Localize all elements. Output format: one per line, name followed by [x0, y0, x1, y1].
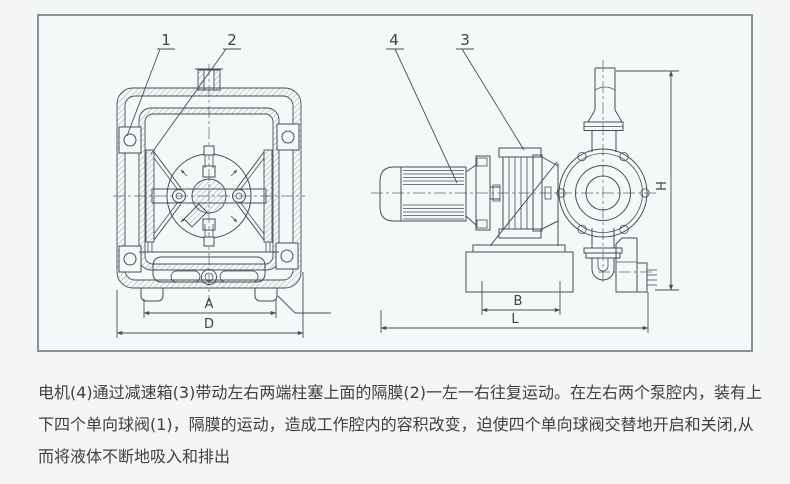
description-line-1: 电机(4)通过减速箱(3)带动左右两端柱塞上面的隔膜(2)一左一右往复运动。在左…	[38, 383, 762, 402]
bottom-chamber	[139, 251, 279, 285]
description-text: 电机(4)通过减速箱(3)带动左右两端柱塞上面的隔膜(2)一左一右往复运动。在左…	[38, 377, 762, 473]
svg-text:A: A	[205, 297, 214, 312]
suction-pipe	[583, 228, 652, 281]
svg-text:1: 1	[161, 31, 171, 49]
dimension-b: B	[481, 281, 561, 315]
svg-text:2: 2	[227, 31, 237, 49]
svg-text:L: L	[511, 312, 519, 327]
svg-text:4: 4	[389, 31, 399, 49]
motor-flange	[475, 155, 501, 231]
svg-text:B: B	[514, 294, 523, 309]
callout-3: 3	[456, 31, 525, 151]
gearbox	[489, 147, 559, 247]
side-view: B L H 4 3	[371, 31, 679, 333]
eccentric-cam	[183, 165, 227, 231]
svg-text:D: D	[204, 317, 214, 332]
diaphragm-right	[236, 149, 273, 252]
dimension-a: A	[143, 295, 331, 318]
base-block	[465, 244, 574, 293]
callout-1: 1	[126, 31, 175, 137]
pump-body	[556, 148, 650, 238]
discharge-pipe	[583, 67, 624, 152]
description-line-2: 下四个单向球阀(1)，隔膜的运动，造成工作腔内的容积改变，迫使四个单向球阀交替地…	[38, 415, 754, 434]
diaphragm-chamber	[166, 145, 252, 247]
drawing-panel	[37, 14, 753, 352]
outlet-bracket	[615, 237, 657, 293]
front-view: A D 1 2	[113, 31, 331, 338]
callout-2: 2	[150, 31, 241, 155]
description-line-3: 而将液体不断地吸入和排出	[38, 447, 231, 466]
pump-feet	[140, 288, 278, 302]
corner-bolts	[118, 123, 300, 273]
dimension-l: L	[380, 292, 649, 333]
callout-4: 4	[386, 31, 458, 184]
svg-text:H: H	[655, 181, 670, 191]
plunger-shaft	[151, 188, 267, 204]
dimension-h: H	[616, 70, 679, 291]
svg-text:3: 3	[460, 31, 470, 49]
diaphragm-left	[145, 149, 182, 252]
dimension-d: D	[116, 272, 304, 338]
motor	[379, 164, 477, 226]
